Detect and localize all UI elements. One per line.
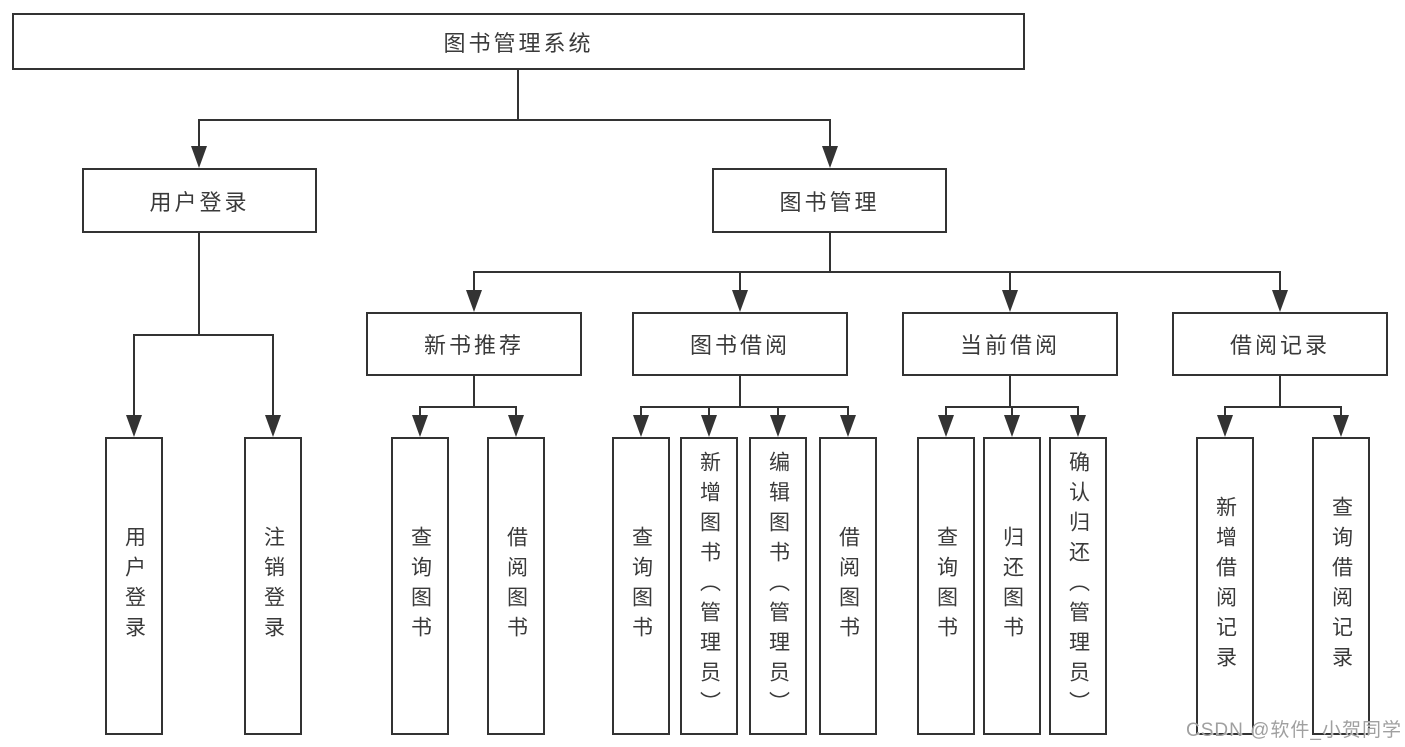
connector-new-books — [419, 376, 517, 419]
leaf-current-return: 归还图书 — [983, 437, 1041, 735]
connector-book-management — [473, 233, 1281, 294]
leaf-newbooks-query: 查询图书 — [391, 437, 449, 735]
arrowheads-level3 — [466, 290, 1288, 312]
node-book-management: 图书管理 — [712, 168, 947, 233]
connector-user-login — [133, 233, 274, 419]
connector-current-borrow — [945, 376, 1079, 419]
arrowheads-user-login-leaves — [126, 415, 281, 437]
leaf-newbooks-borrow: 借阅图书 — [487, 437, 545, 735]
node-root: 图书管理系统 — [12, 13, 1025, 70]
node-user-login: 用户登录 — [82, 168, 317, 233]
leaf-label: 确认归还（管理员） — [1066, 451, 1090, 721]
leaf-user-login: 用户登录 — [105, 437, 163, 735]
arrowheads-borrow-records-leaves — [1217, 415, 1349, 437]
leaf-label: 用户登录 — [122, 526, 146, 646]
arrowheads-book-borrow-leaves — [633, 415, 856, 437]
watermark: CSDN @软件_小贺同学 — [1186, 720, 1402, 741]
leaf-borrow-borrow: 借阅图书 — [819, 437, 877, 735]
leaf-current-query: 查询图书 — [917, 437, 975, 735]
connector-book-borrow — [640, 376, 849, 419]
leaf-label: 查询图书 — [629, 526, 653, 646]
connector-root — [198, 70, 831, 150]
leaf-borrow-query: 查询图书 — [612, 437, 670, 735]
node-current-borrow: 当前借阅 — [902, 312, 1118, 376]
leaf-label: 查询图书 — [408, 526, 432, 646]
arrowheads-level2 — [191, 146, 838, 168]
leaf-record-add: 新增借阅记录 — [1196, 437, 1254, 735]
arrowheads-new-books-leaves — [412, 415, 524, 437]
leaf-label: 注销登录 — [261, 526, 285, 646]
leaf-label: 新增图书（管理员） — [697, 451, 721, 721]
leaf-current-confirm-admin: 确认归还（管理员） — [1049, 437, 1107, 735]
leaf-logout: 注销登录 — [244, 437, 302, 735]
node-new-books: 新书推荐 — [366, 312, 582, 376]
leaf-label: 借阅图书 — [836, 526, 860, 646]
leaf-label: 查询图书 — [934, 526, 958, 646]
leaf-label: 归还图书 — [1000, 526, 1024, 646]
leaf-label: 新增借阅记录 — [1213, 496, 1237, 676]
leaf-label: 编辑图书（管理员） — [766, 451, 790, 721]
leaf-borrow-edit-admin: 编辑图书（管理员） — [749, 437, 807, 735]
leaf-label: 查询借阅记录 — [1329, 496, 1353, 676]
node-book-borrow: 图书借阅 — [632, 312, 848, 376]
connector-borrow-records — [1224, 376, 1342, 419]
arrowheads-current-borrow-leaves — [938, 415, 1086, 437]
leaf-label: 借阅图书 — [504, 526, 528, 646]
node-borrow-records: 借阅记录 — [1172, 312, 1388, 376]
leaf-record-query: 查询借阅记录 — [1312, 437, 1370, 735]
leaf-borrow-add-admin: 新增图书（管理员） — [680, 437, 738, 735]
